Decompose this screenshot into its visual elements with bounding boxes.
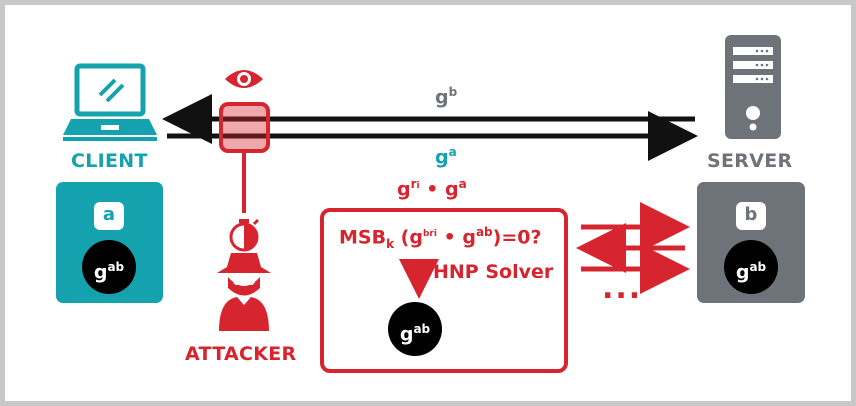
exp: ab (475, 225, 493, 239)
wires-layer (63, 35, 781, 373)
secret-base: g (735, 261, 750, 284)
client-key-panel: a gab (56, 182, 163, 303)
message-g-b: gb (435, 85, 457, 108)
dot: • (436, 226, 463, 249)
message-g-a: ga (435, 145, 457, 168)
base: g (409, 226, 423, 249)
msg-exp: a (448, 145, 457, 159)
msg-base: g (397, 178, 411, 201)
secret-exp: ab (749, 260, 767, 274)
exp: br (422, 229, 434, 239)
msg-exp: b (448, 85, 458, 99)
interception-box-icon (219, 102, 270, 153)
client-label: CLIENT (71, 150, 148, 172)
attacker-label: ATTACKER (185, 343, 297, 365)
eye-icon (225, 70, 263, 88)
oracle-ellipsis: ... (602, 271, 643, 306)
server-key-panel: b gab (697, 182, 805, 303)
secret-exp: ab (413, 322, 431, 336)
paren: ( (394, 226, 410, 249)
spy-icon (217, 253, 271, 331)
diagram-canvas: CLIENT a gab SERVER b gab gb ga gri • ga… (5, 5, 851, 401)
stopwatch-icon (229, 218, 260, 252)
server-private-key: b (736, 202, 766, 230)
hnp-solver-label: HNP Solver (433, 261, 554, 283)
server-label: SERVER (707, 150, 793, 172)
msg-base: g (435, 86, 449, 109)
close: )=0? (492, 226, 542, 249)
msb-oracle-query: MSBk (gbri • gab)=0? (339, 225, 542, 251)
exp-sub: i (433, 229, 437, 239)
secret-exp: ab (107, 260, 125, 274)
msg-exp: a (458, 177, 467, 191)
recovered-shared-secret: gab (388, 302, 442, 356)
msg-base: g (435, 146, 449, 169)
server-shared-secret: gab (724, 240, 778, 294)
client-shared-secret: gab (82, 240, 136, 294)
base: g (462, 226, 476, 249)
laptop-icon (63, 63, 157, 141)
msg-base: g (445, 178, 459, 201)
secret-base: g (93, 261, 108, 284)
secret-base: g (399, 323, 414, 346)
msg-exp-sub: i (416, 181, 420, 191)
server-icon (725, 35, 781, 139)
client-private-key: a (94, 202, 124, 230)
msb-label: MSB (339, 226, 387, 249)
message-attacker-query: gri • ga (397, 177, 467, 200)
msg-exp: r (410, 177, 417, 191)
msb-sub: k (386, 237, 395, 252)
oracle-box (320, 208, 568, 373)
msg-dot: • (426, 178, 439, 201)
